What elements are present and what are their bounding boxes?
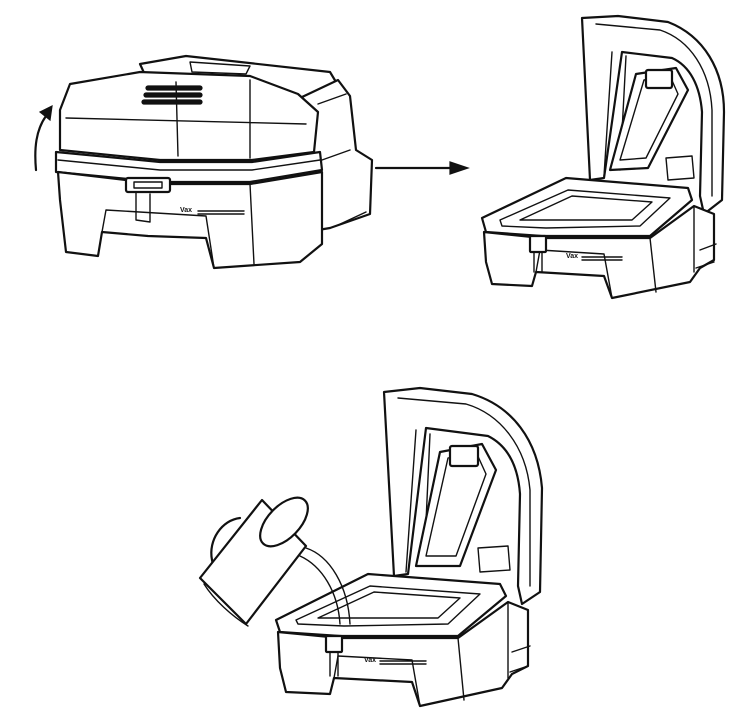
brand-text: Vax — [566, 253, 578, 260]
open-unit: Vax — [480, 14, 726, 300]
closed-unit: Vax — [54, 54, 374, 270]
filling-unit: Vax — [198, 386, 544, 708]
curved-arrow-up-icon — [34, 104, 53, 172]
brand-text: Vax — [180, 207, 192, 214]
brand-text: Vax — [364, 657, 376, 664]
vent-slot — [141, 99, 203, 105]
vent-slot — [145, 85, 203, 91]
lid-latch — [124, 176, 172, 194]
right-arrow-icon — [374, 161, 470, 175]
water-stream-icon — [299, 547, 351, 625]
vent-slot — [143, 92, 203, 98]
jug-icon — [198, 496, 309, 627]
